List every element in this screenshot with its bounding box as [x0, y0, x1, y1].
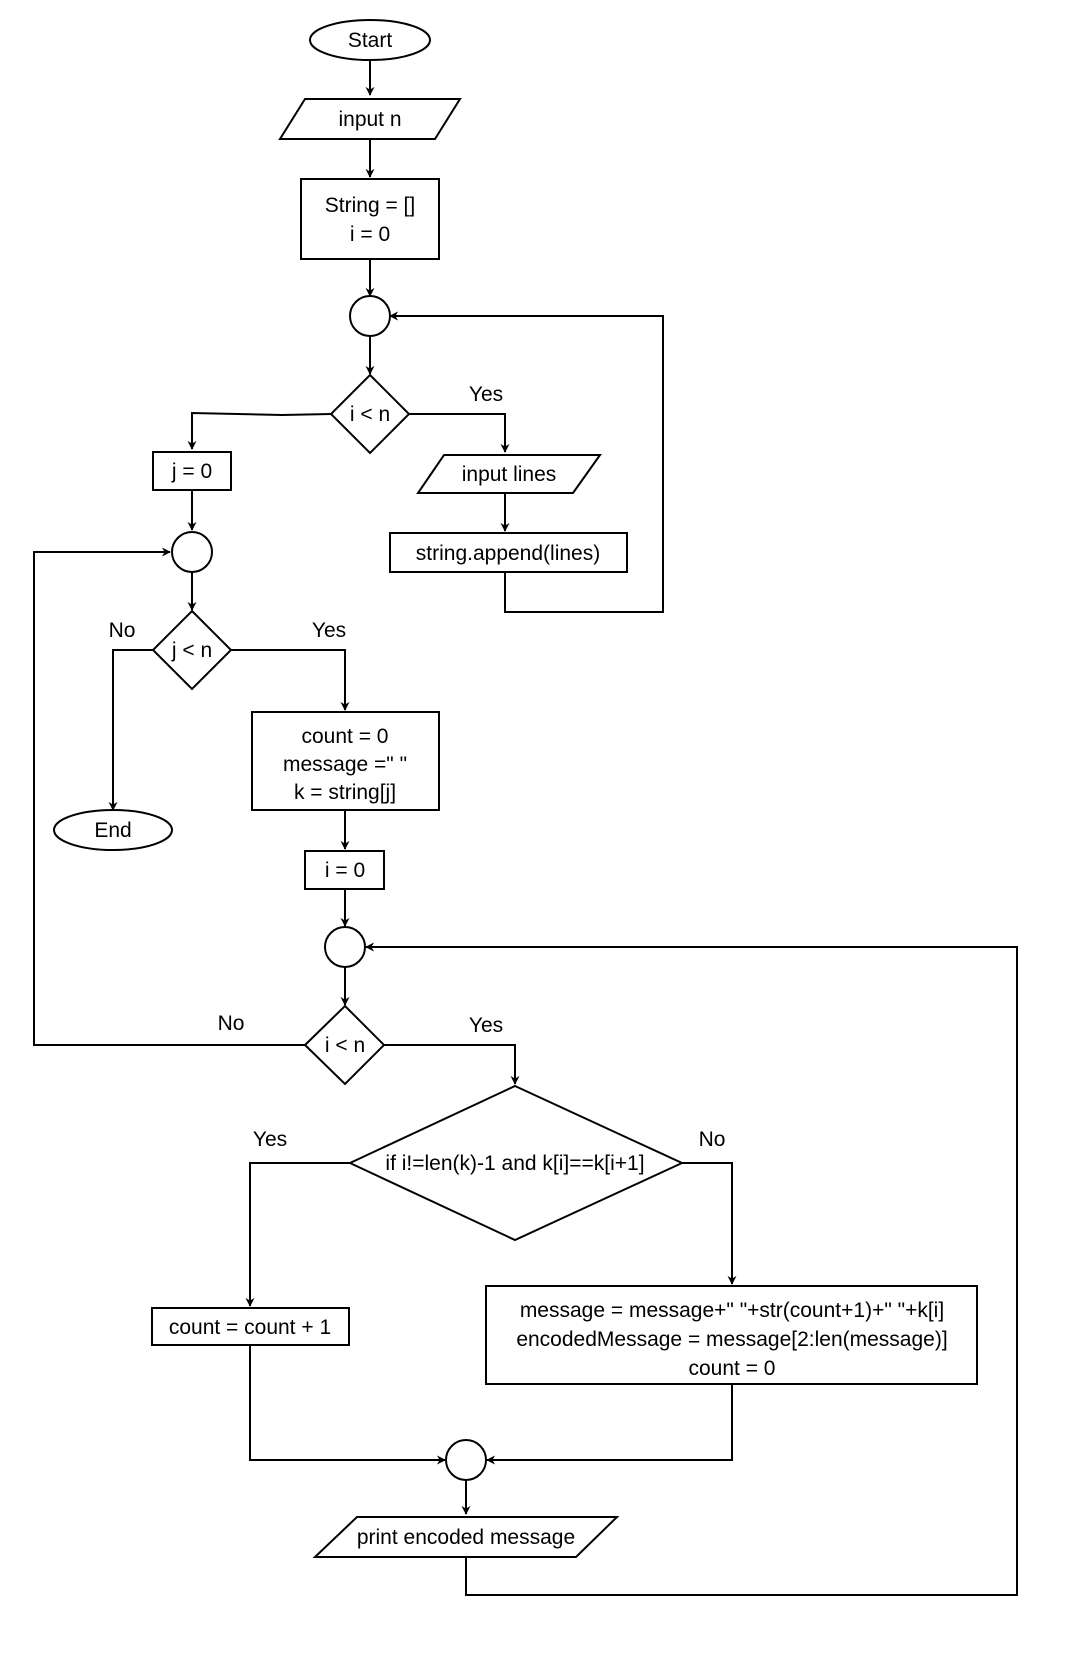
print-shape	[312, 1516, 620, 1558]
node-input-lines: input lines	[416, 454, 602, 494]
label-cond1-yes: Yes	[469, 383, 503, 406]
junction-3	[324, 926, 366, 968]
print-label: print encoded message	[357, 1526, 575, 1549]
node-cond-i-n-1: i < n	[329, 373, 411, 455]
junction-2	[171, 531, 213, 573]
block-message-line-2: encodedMessage = message[2:len(message)]	[516, 1328, 947, 1351]
cond-i-n-2-shape	[303, 1004, 386, 1086]
cond-if-shape	[347, 1084, 685, 1242]
cond-i-n-1-shape	[329, 373, 411, 455]
edge-if-yes	[245, 1162, 350, 1307]
end-label: End	[94, 819, 131, 842]
edge-labels: Yes No Yes No Yes Yes No	[109, 383, 726, 1151]
cond-j-n-shape	[151, 609, 233, 691]
node-cond-i-n-2: i < n	[303, 1004, 386, 1086]
node-input-n: input n	[278, 98, 462, 140]
edge-cond1-yes	[409, 413, 510, 453]
i-init-shape	[304, 850, 385, 890]
node-print: print encoded message	[312, 1516, 620, 1558]
cond-j-n-label: j < n	[171, 639, 212, 662]
block-count-shape	[251, 711, 440, 811]
block-count-line-3: k = string[j]	[294, 781, 396, 804]
end-shape	[53, 809, 173, 851]
input-n-shape	[278, 98, 462, 140]
node-block-count: count = 0 message =" " k = string[j]	[251, 711, 440, 811]
node-init: String = [] i = 0	[300, 178, 440, 260]
j-init-label: j = 0	[171, 460, 212, 483]
init-line-2: i = 0	[350, 223, 390, 246]
block-message-shape	[485, 1285, 978, 1385]
count-inc-label: count = count + 1	[169, 1316, 331, 1339]
block-message-line-1: message = message+" "+str(count+1)+" "+k…	[520, 1299, 944, 1322]
cond-if-label: if i!=len(k)-1 and k[i]==k[i+1]	[385, 1152, 644, 1175]
edge-message-to-junction4	[486, 1384, 733, 1465]
node-block-message: message = message+" "+str(count+1)+" "+k…	[485, 1285, 978, 1385]
cond-i-n-1-label: i < n	[350, 403, 390, 426]
node-end: End	[53, 809, 173, 851]
node-start: Start	[309, 19, 431, 61]
edge-print-loop-back	[365, 942, 1018, 1596]
init-line-1: String = []	[325, 194, 415, 217]
append-label: string.append(lines)	[416, 542, 600, 565]
input-n-label: input n	[338, 108, 401, 131]
node-append: string.append(lines)	[389, 532, 628, 573]
node-cond-j-n: j < n	[151, 609, 233, 691]
start-shape	[309, 19, 431, 61]
edge-cond-j-no	[108, 649, 153, 811]
label-cond2-yes: Yes	[469, 1014, 503, 1037]
append-shape	[389, 532, 628, 573]
block-count-line-1: count = 0	[302, 725, 389, 748]
node-j-init: j = 0	[152, 451, 232, 491]
i-init-label: i = 0	[325, 859, 365, 882]
edge-if-no	[682, 1162, 737, 1285]
j-init-shape	[152, 451, 232, 491]
block-message-line-3: count = 0	[689, 1357, 776, 1380]
input-lines-shape	[416, 454, 602, 494]
edge-count-to-junction4	[249, 1345, 446, 1465]
node-count-inc: count = count + 1	[151, 1307, 350, 1346]
block-count-line-2: message =" "	[283, 753, 407, 776]
edge-cond2-no-loop	[33, 547, 305, 1046]
start-label: Start	[348, 29, 393, 52]
init-shape	[300, 178, 440, 260]
junction-1	[349, 295, 391, 337]
label-if-no: No	[699, 1128, 726, 1151]
node-i-init: i = 0	[304, 850, 385, 890]
edge-append-loop-back	[389, 311, 664, 613]
edge-cond1-no	[187, 411, 332, 450]
edge-cond2-yes	[384, 1044, 520, 1085]
label-cond-j-no: No	[109, 619, 136, 642]
node-cond-if: if i!=len(k)-1 and k[i]==k[i+1]	[347, 1084, 685, 1242]
input-lines-label: input lines	[462, 463, 557, 486]
label-if-yes: Yes	[253, 1128, 287, 1151]
junction-4	[445, 1439, 487, 1481]
edge-cond-j-yes	[231, 649, 350, 711]
count-inc-shape	[151, 1307, 350, 1346]
label-cond2-no: No	[218, 1012, 245, 1035]
label-cond-j-yes: Yes	[312, 619, 346, 642]
cond-i-n-2-label: i < n	[325, 1034, 365, 1057]
edges	[33, 60, 1018, 1596]
